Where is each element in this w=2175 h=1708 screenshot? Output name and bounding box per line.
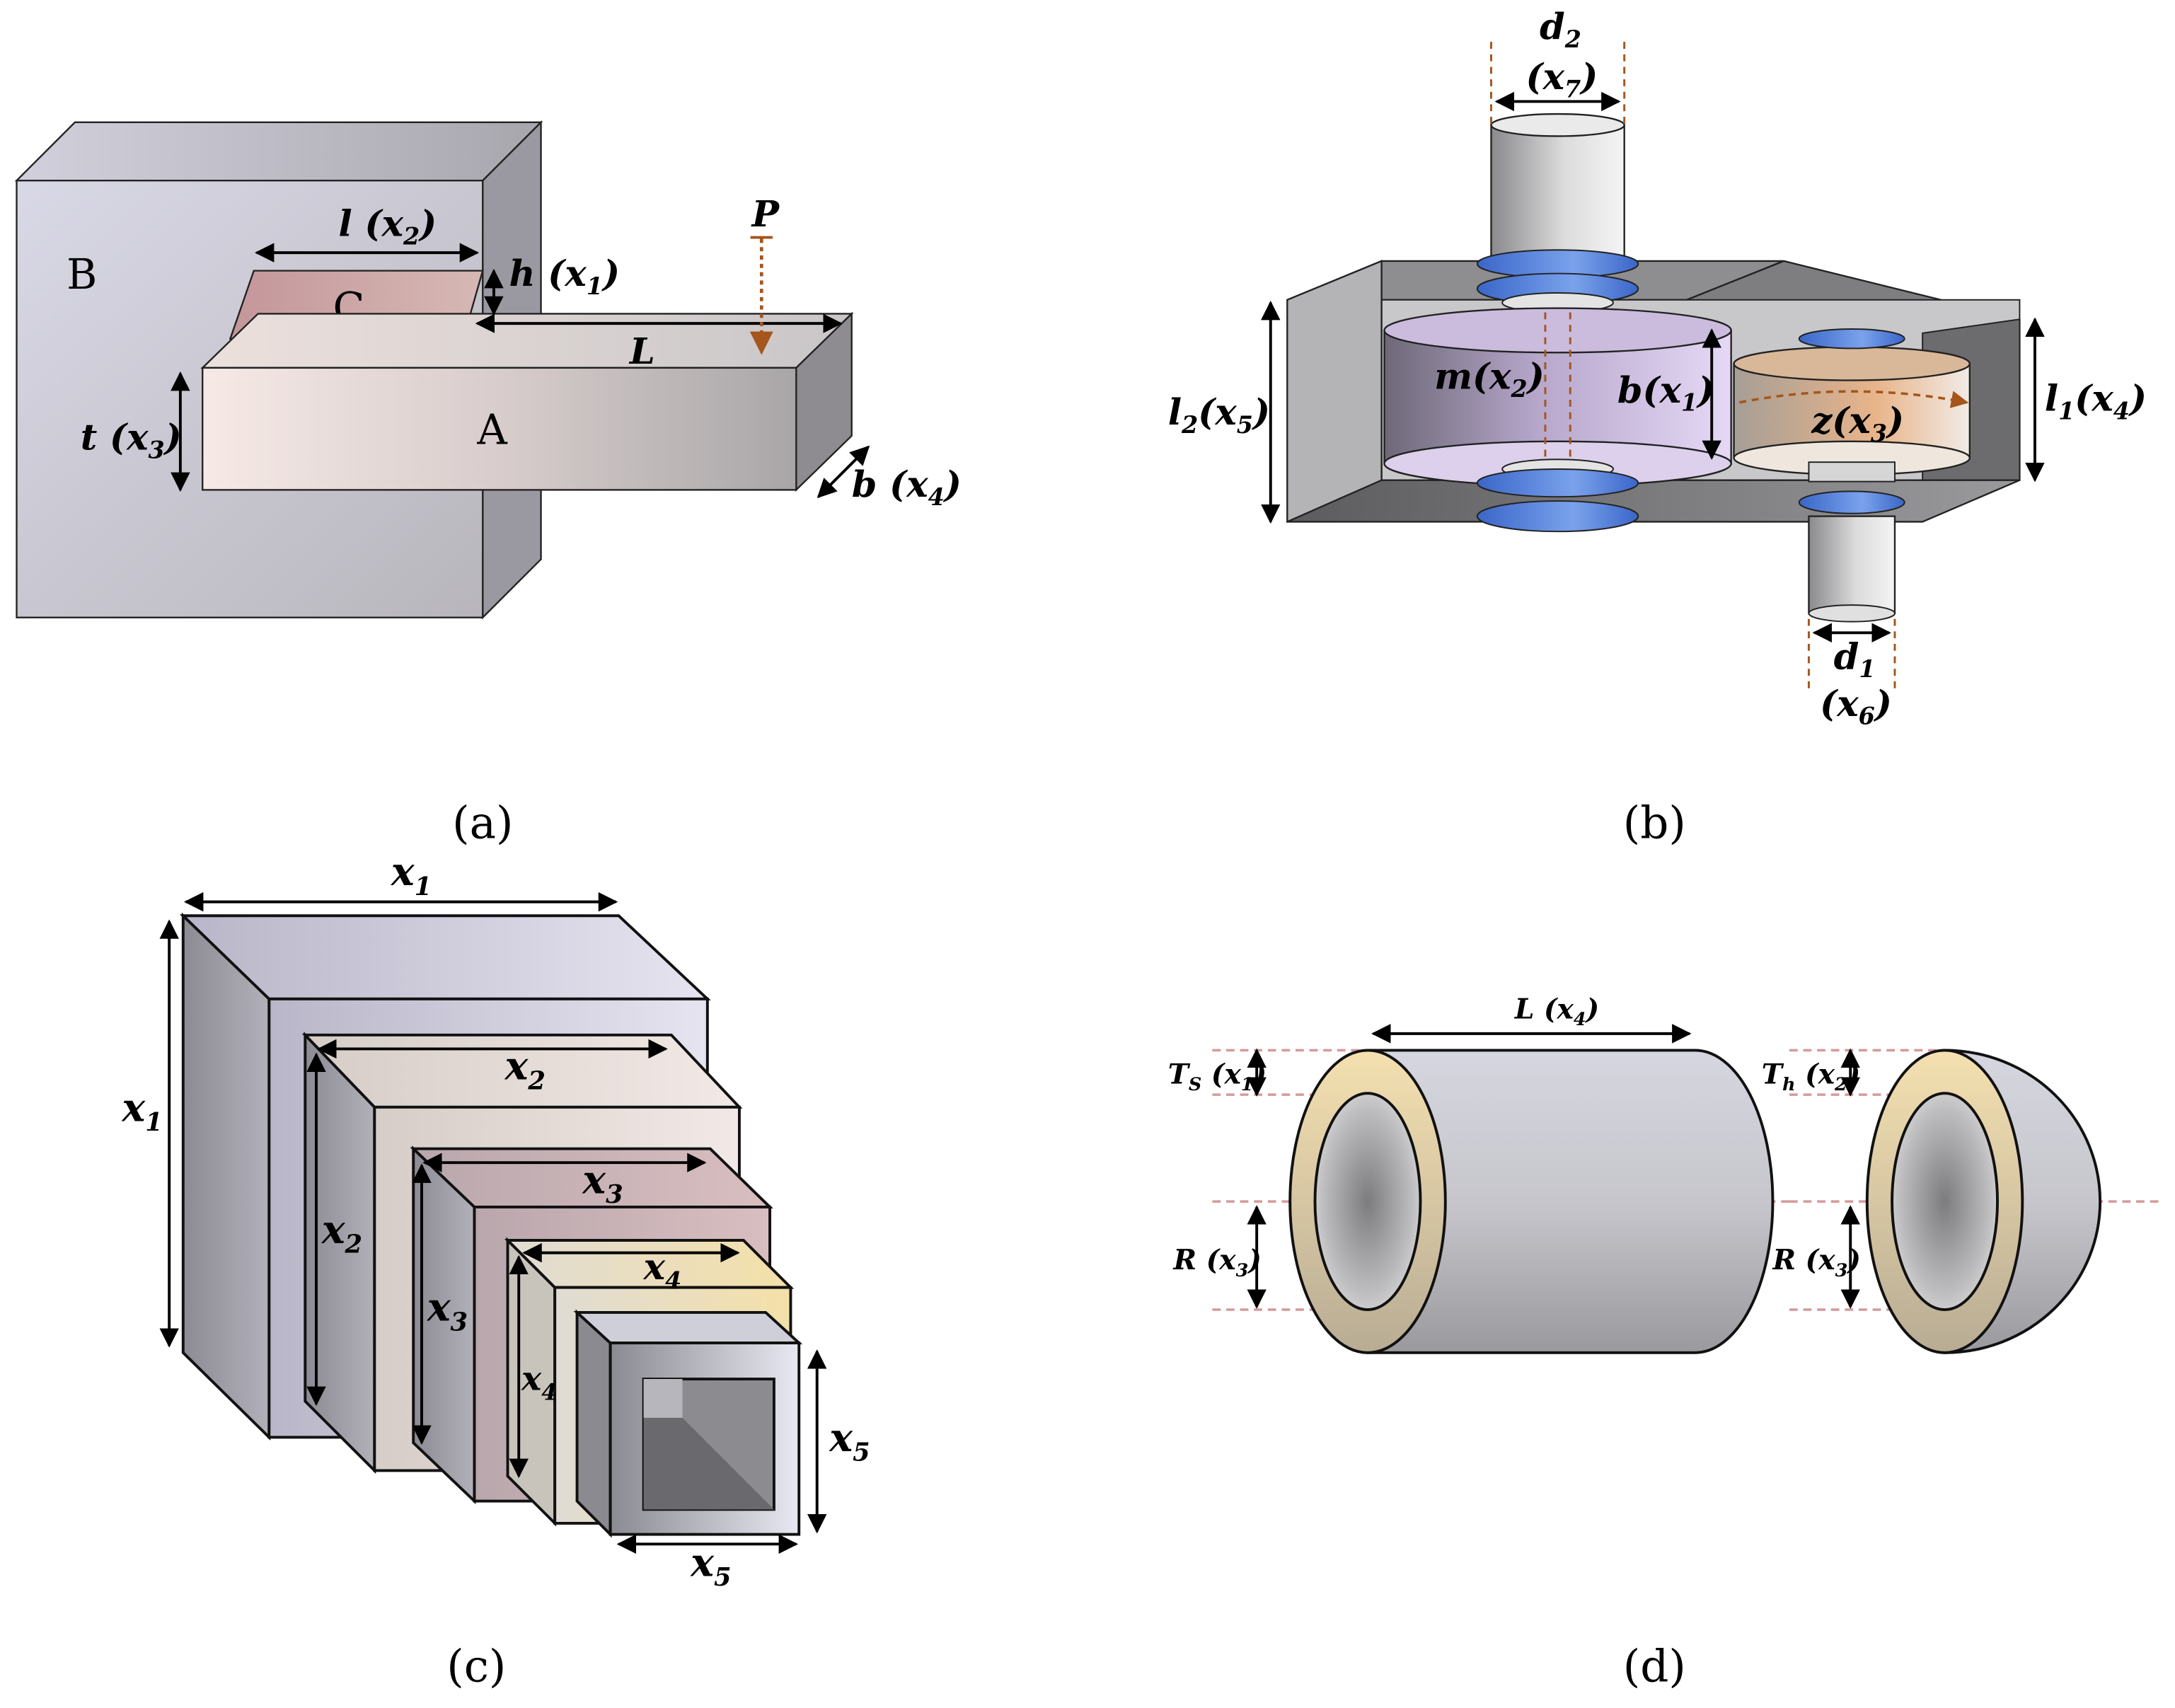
label-c-x4-top: x4 — [643, 1246, 682, 1295]
washer-small-top — [1798, 328, 1905, 350]
label-r-left: R (x3) — [1173, 1244, 1262, 1281]
panel-c: x1 x1 x2 x2 x3 x3 x4 x4 x5 x5 (c) — [122, 848, 870, 1692]
box5-hole-top — [643, 1379, 683, 1418]
label-t-x3: t (x3) — [81, 417, 182, 464]
caption-b: (b) — [1623, 797, 1686, 848]
caption-d: (d) — [1623, 1640, 1686, 1692]
panel-d: L (x4) TS (x1) R (x3) Th (x2) R (x3) (d) — [1168, 993, 2162, 1692]
gear-big-top — [1383, 307, 1732, 354]
frame-left-wall — [1286, 260, 1383, 524]
label-h-x1: h (x1) — [509, 253, 620, 300]
label-P: P — [751, 193, 780, 236]
label-c-x5-right: x5 — [829, 1414, 870, 1467]
frame-bottom — [1286, 479, 2020, 523]
shaft-bottom-neck — [1808, 461, 1896, 483]
box5-side — [575, 1309, 612, 1538]
label-b-x4: b (x4) — [852, 463, 962, 511]
panel-a: B C A l (x2) h (x1) L P t (x3) — [14, 120, 962, 848]
label-d-L-x4: L (x4) — [1514, 993, 1599, 1030]
beam-a-top — [200, 313, 854, 369]
dim-b-arrow — [817, 445, 870, 499]
box5-top — [573, 1310, 803, 1345]
label-c-x4-left: x4 — [521, 1360, 557, 1406]
label-th-x2: Th (x2) — [1762, 1058, 1861, 1095]
washer-bot-3 — [1476, 500, 1639, 533]
caption-a: (a) — [452, 797, 513, 848]
beam-a-front — [202, 367, 797, 491]
label-r-right: R (x3) — [1772, 1244, 1860, 1281]
label-l2-x5: l2(x5) — [1168, 391, 1270, 439]
label-L: L — [628, 330, 655, 373]
label-c-x5-bottom: x5 — [690, 1539, 731, 1592]
beam-a-label: A — [476, 405, 508, 454]
label-c-x1-left: x1 — [122, 1084, 163, 1137]
label-d2: d2 — [1540, 6, 1581, 53]
head-hole — [1891, 1092, 2000, 1311]
label-c-x2-left: x2 — [321, 1206, 362, 1259]
gear-small-rotation — [1739, 390, 1969, 408]
label-b-x1: b(x1) — [1617, 369, 1714, 417]
label-l1-x4: l1(x4) — [2045, 378, 2147, 425]
caption-c: (c) — [446, 1640, 506, 1692]
block-b-top — [14, 121, 543, 182]
label-x6: (x6) — [1820, 683, 1892, 730]
shaft-bottom — [1808, 515, 1896, 615]
label-z-x3: z(x3) — [1811, 400, 1904, 447]
label-c-x1-top: x1 — [391, 848, 432, 901]
tube-hole — [1313, 1092, 1422, 1311]
box1-top — [179, 914, 711, 1000]
label-ts-x1: TS (x1) — [1168, 1058, 1267, 1095]
panel-b: d2 (x7) m(x2) b(x1) z(x3) l1(x4) l2(x5) … — [1168, 6, 2147, 848]
shaft-top-cap — [1490, 112, 1625, 137]
label-c-x2-top: x2 — [504, 1043, 546, 1096]
tube-body — [1366, 1049, 1775, 1354]
label-m-x2: m(x2) — [1434, 355, 1545, 403]
gear-small-top — [1733, 346, 1971, 381]
block-b-label: B — [67, 250, 97, 299]
label-c-x3-left: x3 — [427, 1284, 468, 1337]
shaft-bottom-cap — [1808, 604, 1896, 623]
washer-small-bot — [1798, 490, 1905, 514]
shaft-top — [1490, 124, 1625, 260]
label-c-x3-top: x3 — [582, 1156, 623, 1209]
washer-bot-2 — [1476, 468, 1639, 498]
box1-side — [181, 912, 271, 1441]
label-l-x2: l (x2) — [338, 203, 437, 250]
label-x7: (x7) — [1526, 56, 1598, 103]
label-d1: d1 — [1834, 635, 1876, 683]
